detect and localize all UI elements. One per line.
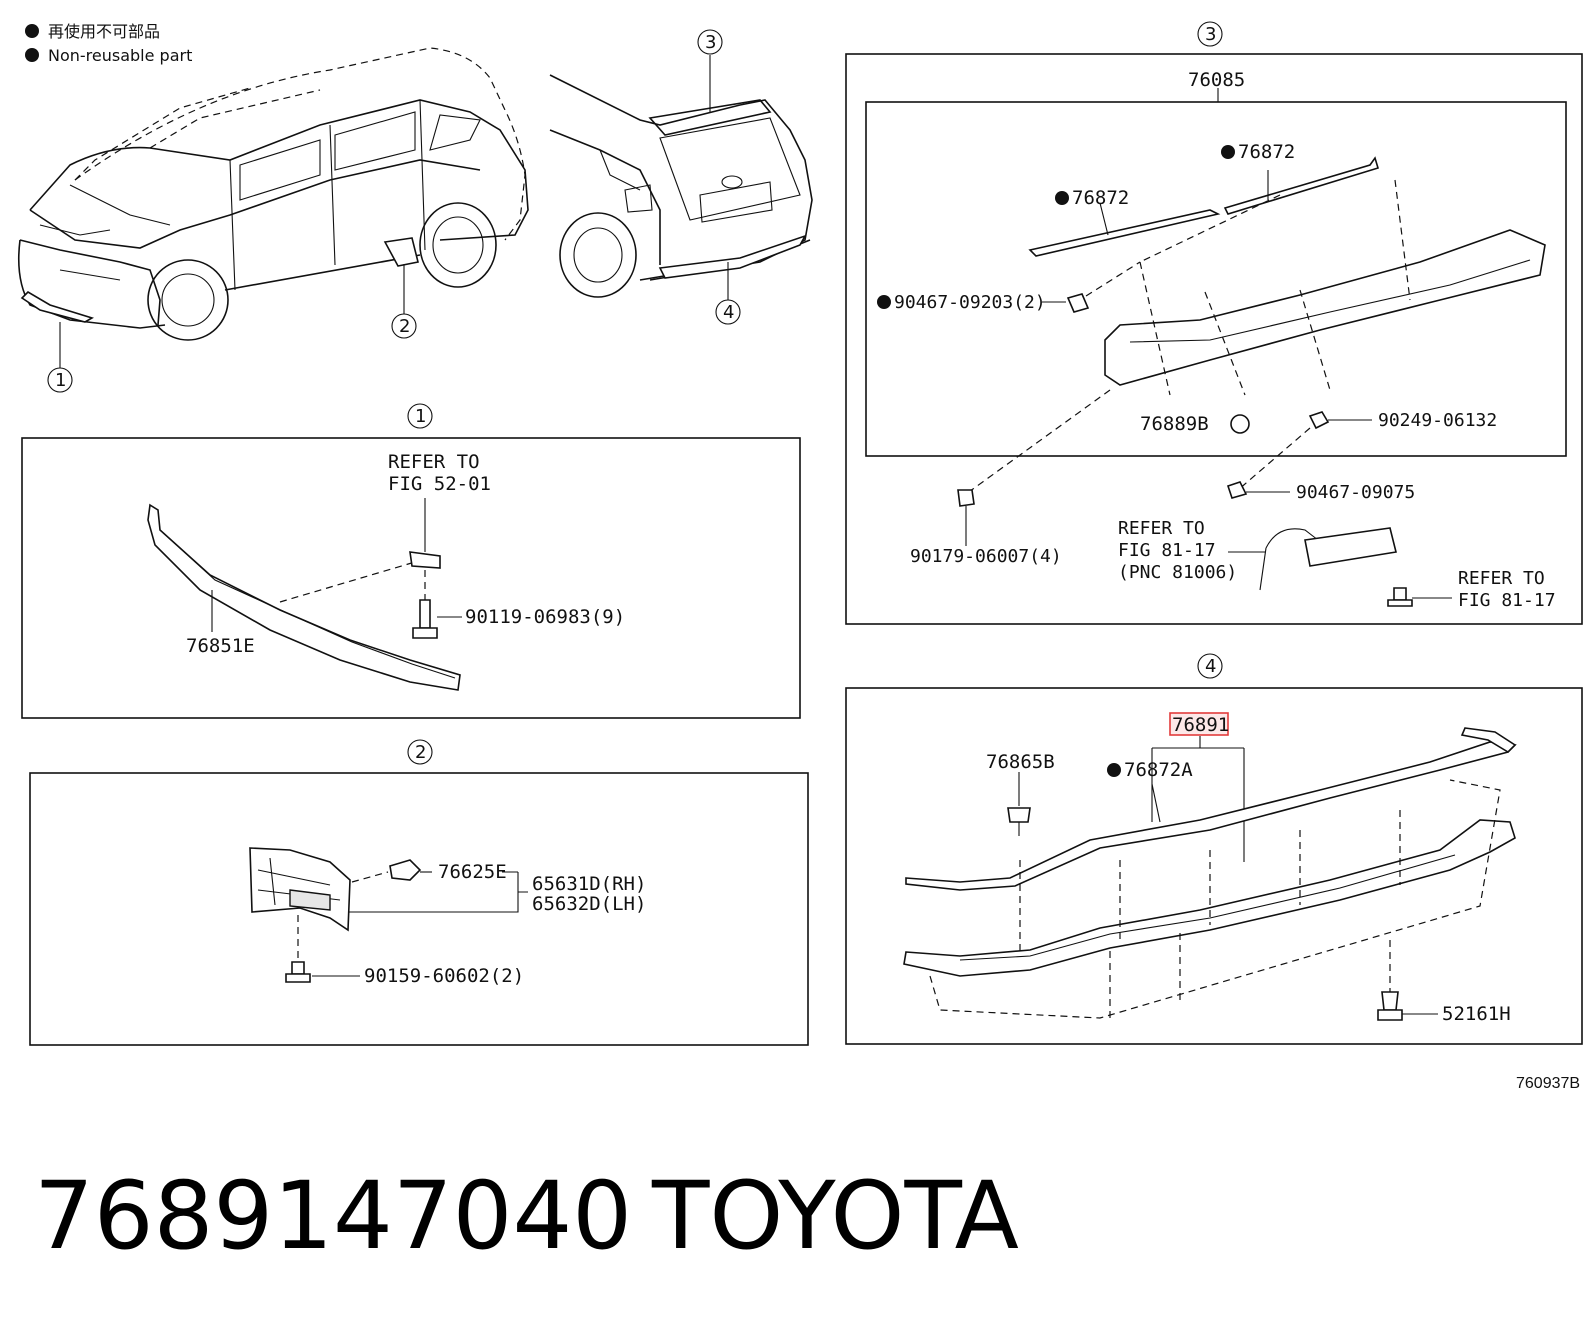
part-label-76872-right: 76872	[1238, 141, 1295, 163]
part-label-76865b: 76865B	[986, 751, 1055, 773]
part-label-90119-06983: 90119-06983(9)	[465, 606, 625, 628]
non-reusable-bullet-icon	[1055, 191, 1069, 205]
panel-3: 3 76085 76872 76872 90467-09203(2) 76889…	[845, 21, 1583, 625]
highlight-box	[1169, 712, 1229, 736]
panel-2-number: 2	[415, 742, 426, 763]
non-reusable-bullet-icon	[25, 24, 39, 38]
part-label-76851e: 76851E	[186, 635, 255, 657]
part-label-76889b: 76889B	[1140, 413, 1209, 435]
panel-3-refer-b-line1: REFER TO	[1458, 568, 1545, 589]
non-reusable-bullet-icon	[1221, 145, 1235, 159]
footer-brand: TOYOTA	[651, 1162, 1019, 1271]
legend-en: Non-reusable part	[48, 46, 192, 65]
overview-callouts: 1 2 3 4	[47, 29, 741, 393]
part-label-76891: 76891	[1172, 714, 1229, 736]
panel-1-refer-line1: REFER TO	[388, 451, 480, 473]
callout-4: 4	[723, 302, 734, 323]
part-label-76085: 76085	[1188, 69, 1245, 91]
callout-3: 3	[705, 32, 716, 53]
panel-1-frame	[21, 437, 801, 719]
panel-1-number: 1	[415, 406, 426, 427]
non-reusable-bullet-icon	[1107, 763, 1121, 777]
part-label-90159-60602: 90159-60602(2)	[364, 965, 524, 987]
vehicle-front-view	[17, 47, 529, 368]
panel-2-frame	[29, 772, 809, 1046]
panel-3-inner-frame	[865, 101, 1567, 457]
panel-3-refer-a-line2: FIG 81-17	[1118, 540, 1216, 561]
part-label-52161h: 52161H	[1442, 1003, 1511, 1025]
panel-1-refer-line2: FIG 52-01	[388, 473, 491, 495]
part-label-90179-06007: 90179-06007(4)	[910, 546, 1062, 567]
part-label-65631d: 65631D(RH)	[532, 873, 646, 895]
non-reusable-bullet-icon	[25, 48, 39, 62]
part-label-76872-left: 76872	[1072, 187, 1129, 209]
panel-4-frame	[845, 687, 1583, 1045]
panel-2: 2 76625E 65631D(RH) 65632D(LH) 90159-606…	[29, 739, 809, 1046]
vehicle-rear-view	[549, 55, 813, 300]
legend-jp: 再使用不可部品	[48, 22, 160, 41]
part-label-90467-09203: 90467-09203(2)	[894, 292, 1046, 313]
panel-3-number: 3	[1205, 24, 1216, 45]
legend: 再使用不可部品 Non-reusable part	[25, 22, 192, 65]
panel-4-number: 4	[1205, 656, 1216, 677]
panel-4: 4 76891 76865B 76872A 52161H	[845, 653, 1583, 1045]
part-label-90249-06132: 90249-06132	[1378, 410, 1497, 431]
panel-1: 1 REFER TO FIG 52-01 76851E 90119-06983(…	[21, 403, 801, 719]
callout-1: 1	[55, 370, 66, 391]
callout-2: 2	[399, 316, 410, 337]
non-reusable-bullet-icon	[877, 295, 891, 309]
figure-id: 760937B	[1516, 1075, 1580, 1092]
panel-3-refer-a-line3: (PNC 81006)	[1118, 562, 1237, 583]
panel-3-refer-b-line2: FIG 81-17	[1458, 590, 1556, 611]
part-label-76625e: 76625E	[438, 861, 507, 883]
part-label-90467-09075: 90467-09075	[1296, 482, 1415, 503]
panel-3-refer-a-line1: REFER TO	[1118, 518, 1205, 539]
part-label-65632d: 65632D(LH)	[532, 893, 646, 915]
footer-part-number: 7689147040	[34, 1162, 632, 1271]
part-label-76872a: 76872A	[1124, 759, 1193, 781]
panel-3-outer-frame	[845, 53, 1583, 625]
